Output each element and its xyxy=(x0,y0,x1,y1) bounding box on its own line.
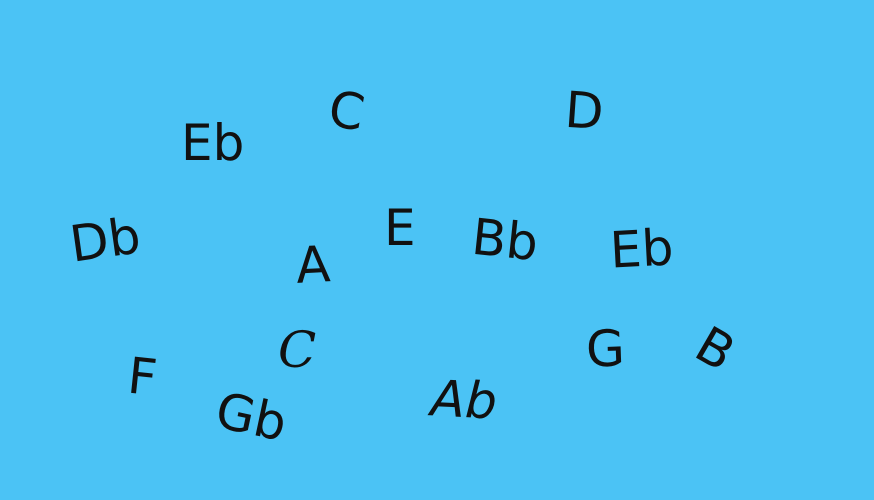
note-g[interactable]: G xyxy=(584,319,626,379)
note-c-1[interactable]: C xyxy=(324,79,369,143)
note-ab[interactable]: Ab xyxy=(429,369,499,431)
note-eb-1[interactable]: Eb xyxy=(181,114,245,172)
note-db[interactable]: Db xyxy=(66,206,144,274)
note-bb[interactable]: Bb xyxy=(469,207,541,273)
note-a[interactable]: A xyxy=(294,235,332,295)
note-c-2[interactable]: C xyxy=(278,321,317,379)
note-gb[interactable]: Gb xyxy=(210,381,292,453)
note-d[interactable]: D xyxy=(563,80,606,142)
note-eb-2[interactable]: Eb xyxy=(608,218,675,280)
note-f[interactable]: F xyxy=(125,346,160,408)
note-e[interactable]: E xyxy=(384,199,416,257)
note-b[interactable]: B xyxy=(685,315,745,383)
